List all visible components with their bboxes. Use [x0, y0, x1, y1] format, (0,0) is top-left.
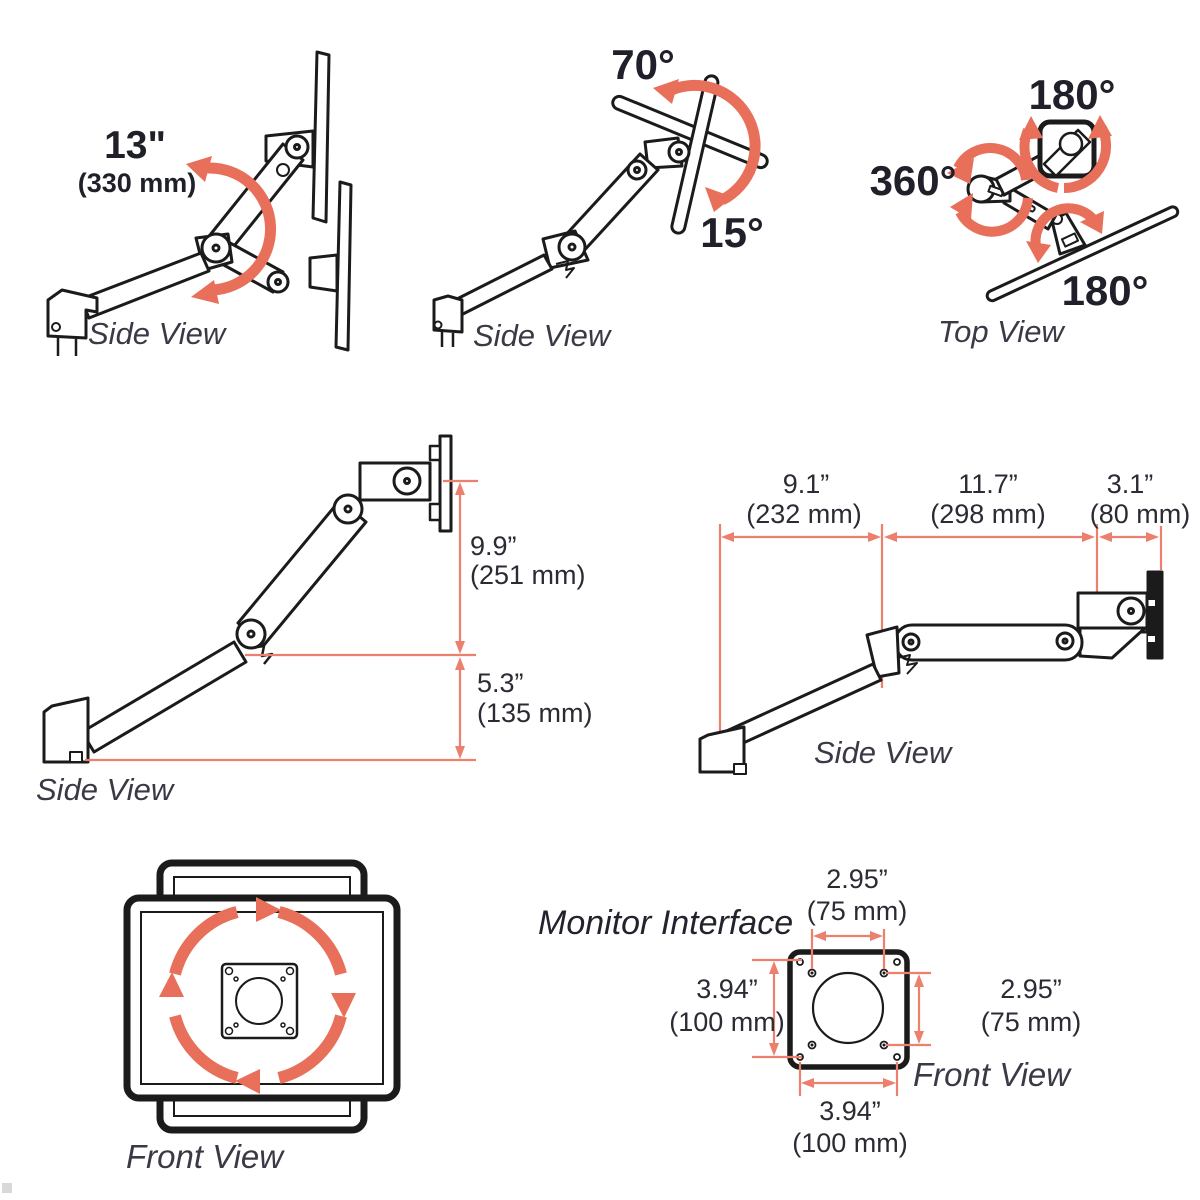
lift-range-drawing [46, 50, 353, 356]
vesa-left-metric: (100 mm) [669, 1007, 785, 1037]
vesa-bottom-metric: (100 mm) [792, 1128, 908, 1158]
tilt-arrow-icon [653, 79, 761, 212]
height-lower-metric: (135 mm) [477, 698, 593, 728]
screen-rotation-view-label: Front View [126, 1138, 284, 1175]
rotation-view-label: Top View [938, 314, 1064, 349]
height-lower-value: 5.3” [477, 668, 524, 698]
monitor-interface-title: Monitor Interface [538, 904, 794, 942]
tilt-up-angle: 70° [611, 41, 675, 88]
reach-d1-metric: (232 mm) [746, 499, 862, 529]
lift-metric: (330 mm) [77, 168, 197, 198]
top-view-drawing [966, 119, 1180, 303]
vesa-left-value: 3.94” [696, 974, 758, 1004]
vesa-view-label: Front View [913, 1056, 1071, 1093]
reach-d3-metric: (80 mm) [1089, 499, 1191, 529]
side-height-drawing [42, 434, 453, 764]
tilt-down-angle: 15° [700, 209, 764, 256]
reach-d3-value: 3.1” [1106, 469, 1154, 499]
vesa-interface-drawing [787, 949, 910, 1070]
monitor-reclined [611, 94, 769, 170]
tilt-view-label: Side View [473, 318, 611, 353]
vesa-right-value: 2.95” [1000, 974, 1062, 1004]
vesa-top-metric: (75 mm) [806, 896, 908, 926]
vesa-right-metric: (75 mm) [980, 1007, 1082, 1037]
monitor-top-view [985, 205, 1180, 303]
reach-d2-metric: (298 mm) [930, 499, 1046, 529]
reach-view-label: Side View [814, 735, 952, 770]
screen-rotation-arrow-icon [159, 897, 356, 1094]
rotation-mount-angle: 180° [1028, 71, 1116, 118]
rotation-arrow-icons [947, 115, 1112, 263]
height-upper-metric: (251 mm) [470, 560, 586, 590]
vesa-dimension-lines [752, 929, 931, 1096]
monitor-raised [311, 50, 331, 224]
lift-range-arrow-icon [186, 156, 276, 304]
reach-d2-value: 11.7” [958, 469, 1018, 499]
height-dimension-lines [85, 479, 478, 762]
vesa-plate-front [220, 962, 299, 1040]
corner-artifact [2, 1183, 12, 1193]
height-view-label: Side View [36, 772, 174, 807]
tilt-drawing [432, 74, 769, 347]
lift-view-label: Side View [88, 316, 226, 351]
reach-d1-value: 9.1” [782, 469, 830, 499]
lift-value: 13" [104, 124, 166, 167]
height-upper-value: 9.9” [470, 531, 517, 561]
vesa-top-value: 2.95” [826, 864, 888, 894]
rotation-shoulder-angle: 360° [869, 157, 957, 204]
rotation-monitor-angle: 180° [1061, 267, 1149, 314]
side-reach-drawing [698, 570, 1164, 775]
vesa-bottom-value: 3.94” [819, 1096, 881, 1126]
